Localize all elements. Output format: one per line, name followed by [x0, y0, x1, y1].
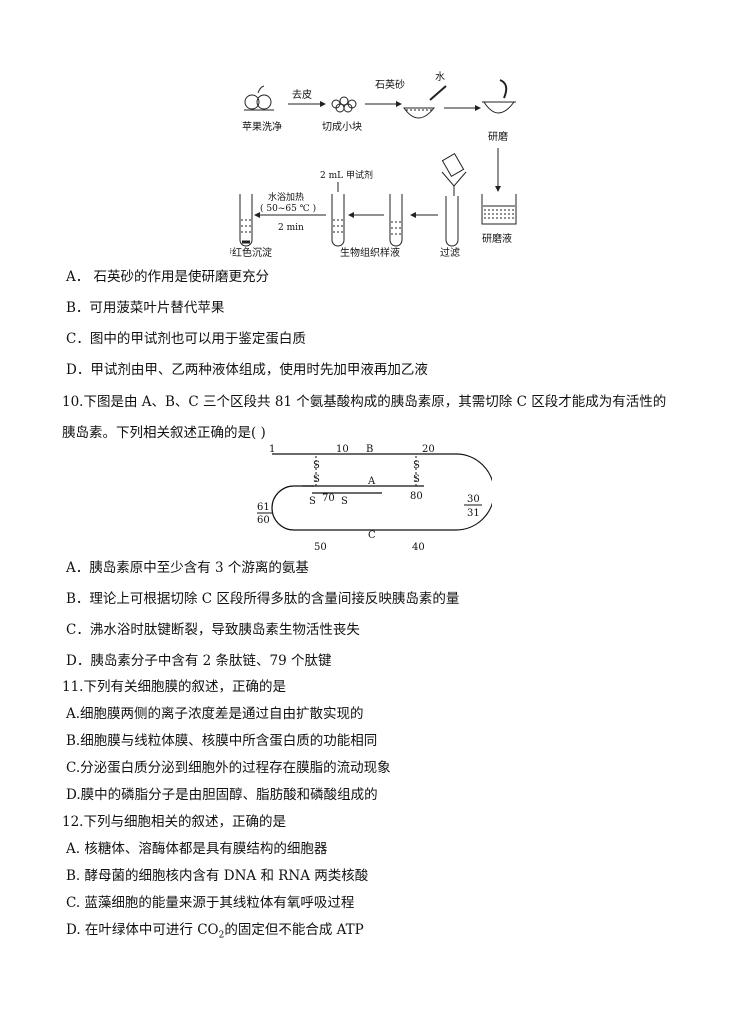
q12-option-c: C. 蓝藻细胞的能量来源于其线粒体有氧呼吸过程 [66, 895, 355, 911]
label-b: B [366, 444, 373, 455]
label-water-bath: 水浴加热 [268, 191, 304, 203]
mortar-icon [403, 85, 447, 119]
q12-option-b: B. 酵母菌的细胞核内含有 DNA 和 RNA 两类核酸 [66, 868, 369, 884]
num-30: 30 [467, 494, 480, 505]
label-cut: 切成小块 [322, 121, 362, 133]
label-peel: 去皮 [292, 88, 312, 101]
q9-option-a: A． 石英砂的作用是使研磨更充分 [66, 269, 270, 285]
filter-funnel-icon [441, 153, 467, 247]
disulfide-s: S [413, 474, 420, 485]
beaker-icon [481, 194, 517, 225]
q11-option-d: D.膜中的磷脂分子是由胆固醇、脂肪酸和磷酸组成的 [66, 787, 378, 803]
num-60: 60 [257, 515, 270, 526]
q10-stem-line1: 10.下图是由 A、B、C 三个区段共 81 个氨基酸构成的胰岛素原，其需切除 … [62, 394, 667, 410]
sample-tube-icon [389, 194, 403, 247]
disulfide-s: S [341, 496, 348, 507]
label-apple-wash: 苹果洗净 [242, 120, 282, 133]
label-temp: ( 50~65 ℃ ) [260, 203, 316, 214]
proinsulin-diagram: 1 10 B 20 A 80 70 S S S S S S 61 60 30 3… [257, 444, 492, 553]
num-61: 61 [257, 502, 270, 513]
num-20: 20 [422, 444, 435, 455]
apple-pieces-icon [331, 96, 357, 113]
q12-option-d-text-end: 的固定但不能合成 ATP [224, 922, 364, 938]
label-precipitate: 砖红色沉淀 [230, 246, 272, 259]
num-10: 10 [336, 444, 349, 455]
num-1: 1 [269, 444, 275, 455]
num-70: 70 [322, 493, 335, 504]
q10-option-a: A．胰岛素原中至少含有 3 个游离的氨基 [66, 560, 309, 576]
num-40: 40 [412, 542, 425, 553]
q11-stem: 11.下列有关细胞膜的叙述，正确的是 [62, 679, 286, 695]
label-grind: 研磨 [488, 131, 508, 143]
q11-option-c: C.分泌蛋白质分泌到细胞外的过程存在膜脂的流动现象 [66, 760, 391, 776]
q9-option-c: C．图中的甲试剂也可以用于鉴定蛋白质 [66, 331, 306, 347]
q12-option-a: A. 核糖体、溶酶体都是具有膜结构的细胞器 [66, 841, 328, 857]
num-80: 80 [410, 491, 423, 502]
grinding-mortar-icon [482, 79, 516, 114]
apple-icon [244, 85, 274, 111]
q12-option-d: D. 在叶绿体中可进行 CO2的固定但不能合成 ATP [66, 921, 364, 945]
label-grind-liquid: 研磨液 [482, 232, 512, 245]
label-time: 2 min [278, 223, 304, 233]
q11-option-b: B.细胞膜与线粒体膜、核膜中所含蛋白质的功能相同 [66, 733, 378, 749]
disulfide-s: S [313, 474, 320, 485]
q12-option-d-text: D. 在叶绿体中可进行 CO [66, 922, 219, 938]
disulfide-s: S [309, 496, 316, 507]
label-a: A [367, 476, 376, 487]
q10-option-d: D．胰岛素分子中含有 2 条肽链、79 个肽键 [66, 653, 332, 669]
num-50: 50 [314, 542, 327, 553]
q9-option-b: B．可用菠菜叶片替代苹果 [66, 300, 225, 316]
label-filter: 过滤 [440, 246, 460, 259]
q12-stem: 12.下列与细胞相关的叙述，正确的是 [62, 814, 286, 830]
label-water: 水 [435, 71, 445, 83]
subscript-2: 2 [218, 930, 225, 941]
num-31: 31 [467, 508, 480, 519]
label-sample: 生物组织样液 [340, 246, 400, 259]
reagent-tube-icon [331, 182, 345, 247]
q10-option-b: B．理论上可根据切除 C 区段所得多肽的含量间接反映胰岛素的量 [66, 591, 460, 607]
experiment-flowchart: 苹果洗净 去皮 切成小块 石英砂 水 研磨 研磨液 过滤 生物组织样液 [230, 71, 517, 259]
q10-stem-line2: 胰岛素。下列相关叙述正确的是( ) [62, 425, 266, 441]
q9-option-d: D．甲试剂由甲、乙两种液体组成，使用时先加甲液再加乙液 [66, 362, 428, 378]
q10-option-c: C．沸水浴时肽键断裂，导致胰岛素生物活性丧失 [66, 622, 360, 638]
precipitate-tube-icon [239, 194, 253, 247]
label-reagent: 2 mL 甲试剂 [320, 169, 373, 181]
q11-option-a: A.细胞膜两侧的离子浓度差是通过自由扩散实现的 [66, 706, 364, 722]
label-quartz-sand: 石英砂 [375, 78, 405, 91]
label-c: C [368, 530, 376, 541]
